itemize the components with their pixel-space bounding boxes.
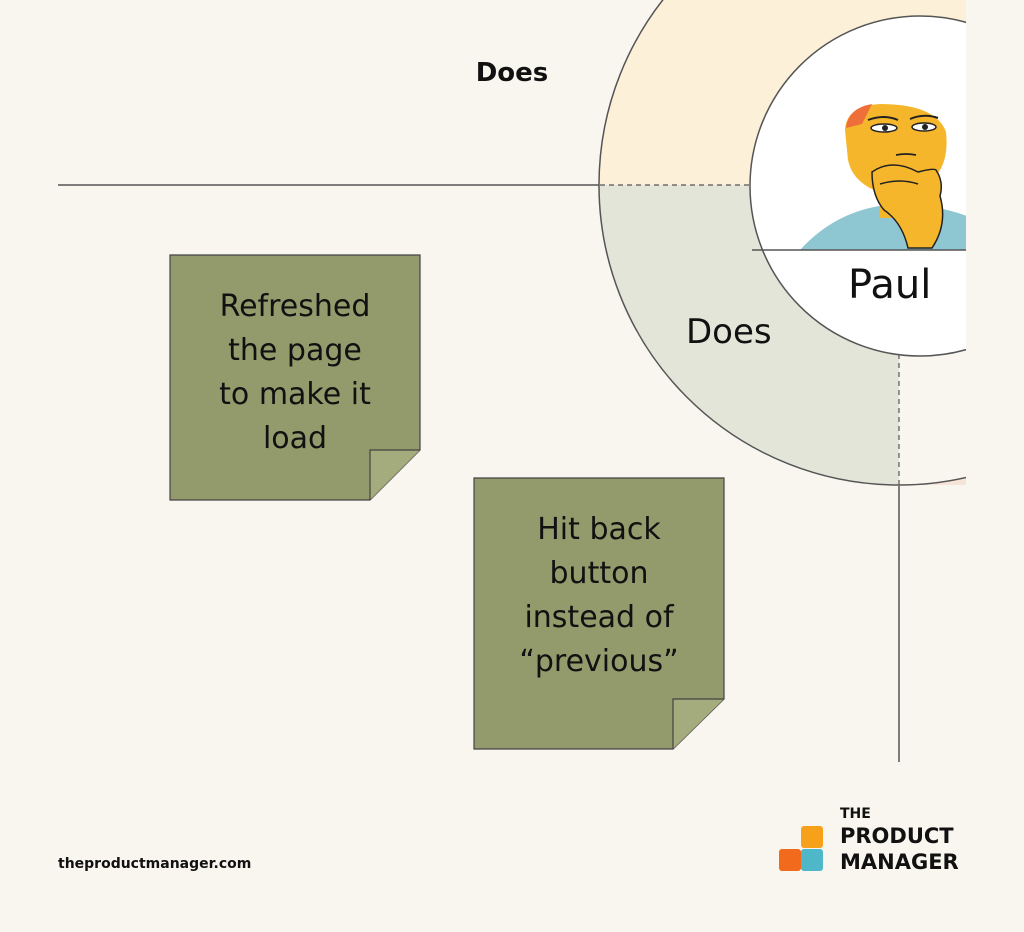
persona-circle [749, 15, 966, 357]
note-line: Hit back [537, 512, 661, 547]
note-line: the page [228, 333, 362, 368]
logo-line-the: THE [840, 806, 871, 822]
note-line: Refreshed [219, 289, 371, 324]
note-line: button [549, 556, 649, 591]
note-line: “previous” [519, 644, 679, 679]
persona-name: Paul [848, 262, 932, 308]
right-ring-segment [899, 477, 966, 485]
note-line: instead of [524, 600, 674, 635]
note-line: to make it [219, 377, 371, 412]
logo-line-product: PRODUCT [840, 824, 954, 848]
persona-avatar [800, 104, 966, 250]
sticky-note-2 [473, 477, 725, 750]
sticky-note-1-text: Refreshed the page to make it load [170, 285, 420, 461]
sticky-note-1 [169, 254, 421, 501]
note-line: load [262, 421, 328, 456]
logo-line-manager: MANAGER [840, 850, 959, 874]
sticky-note-2-text: Hit back button instead of “previous” [474, 508, 724, 684]
page-title: Does [475, 58, 549, 88]
logo-mark [779, 826, 823, 871]
footer-url: theproductmanager.com [58, 856, 252, 872]
does-quadrant-label: Does [686, 312, 772, 352]
